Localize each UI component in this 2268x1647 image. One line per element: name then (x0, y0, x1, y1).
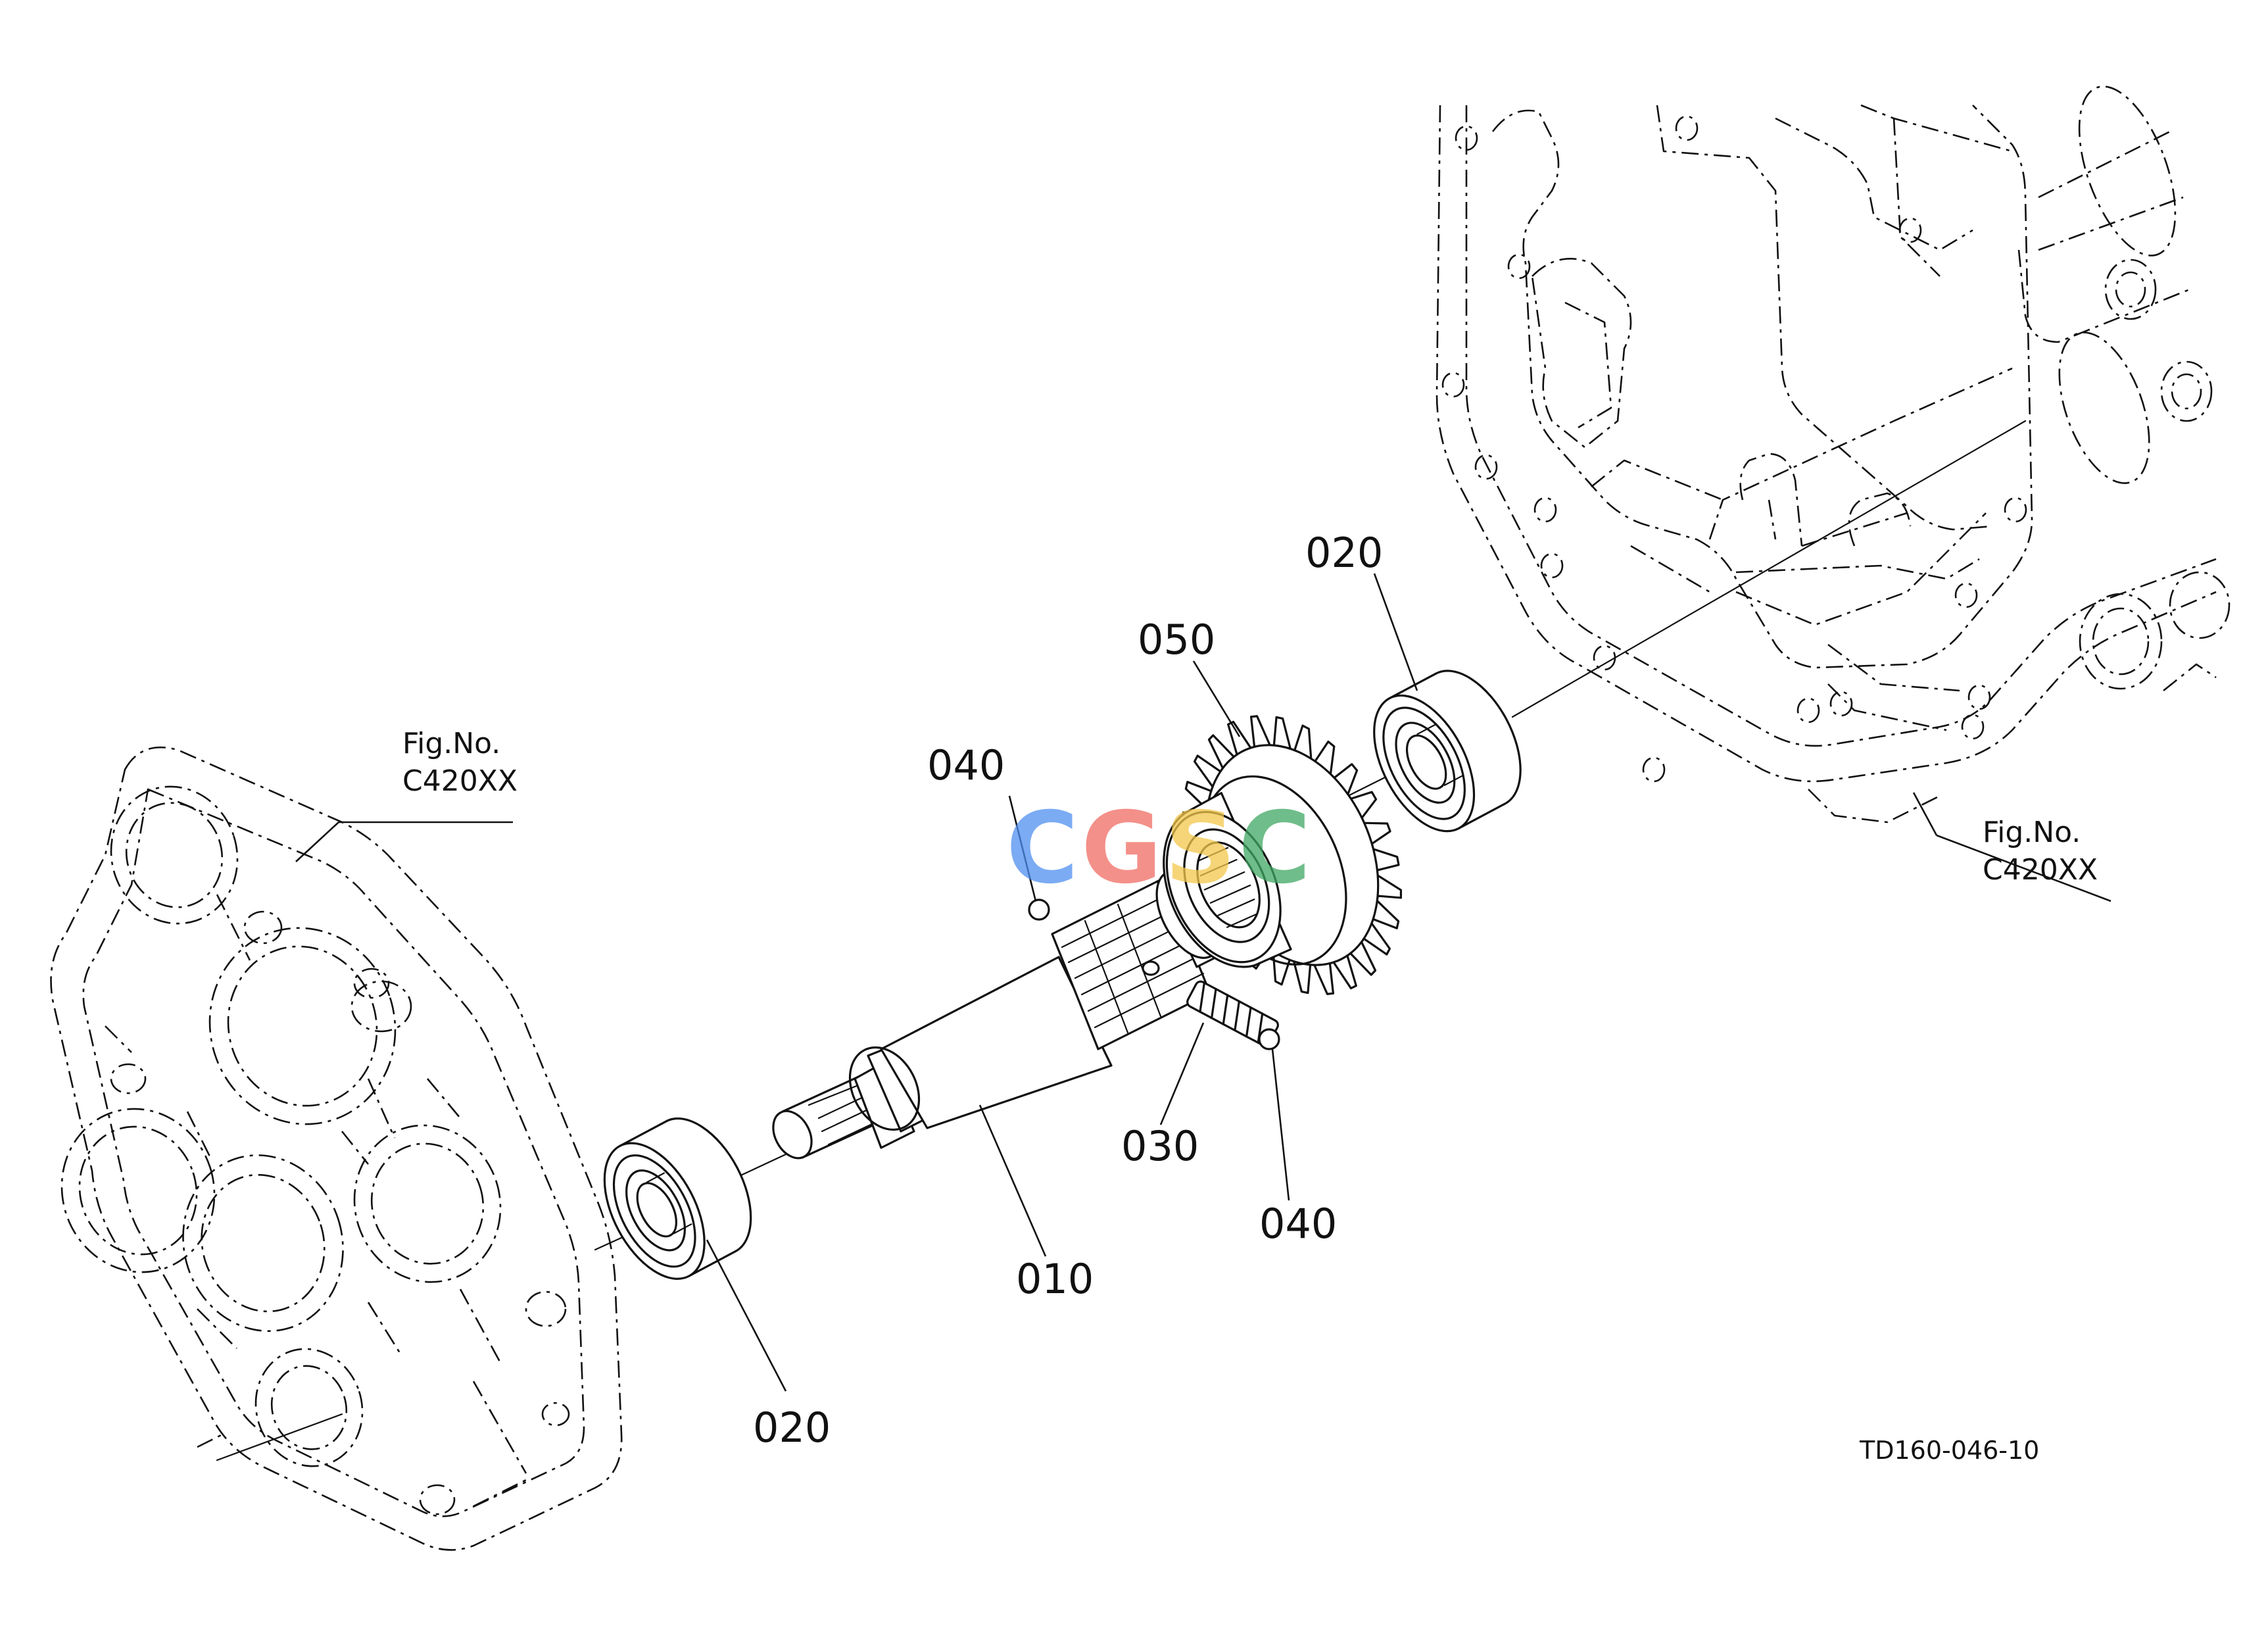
fig-reference-code: C420XX (402, 764, 518, 799)
watermark-letter: S (1165, 791, 1236, 906)
callout-ball-top: 040 (927, 741, 1005, 789)
gear (1163, 715, 1403, 995)
left-cover-plate (50, 746, 623, 1551)
fig-reference-right: Fig.No. C420XX (1983, 814, 2098, 889)
watermark: C G S C (1006, 799, 1311, 898)
detent-ball-top (1028, 898, 1050, 921)
transmission-case (1436, 86, 2231, 823)
callout-gear: 050 (1138, 616, 1216, 664)
callout-spring: 030 (1121, 1122, 1199, 1170)
fig-reference-label: Fig.No. (1983, 816, 2081, 849)
callout-bearing-left: 020 (753, 1404, 831, 1452)
fig-reference-code: C420XX (1983, 853, 2098, 887)
detent-ball-right (1258, 1028, 1280, 1050)
callout-bearing-right: 020 (1305, 529, 1384, 577)
callout-shaft: 010 (1016, 1255, 1094, 1303)
callout-ball-right: 040 (1259, 1200, 1338, 1248)
fig-reference-left: Fig.No. C420XX (402, 725, 518, 800)
drawing-number: TD160-046-10 (1860, 1436, 2040, 1465)
fig-reference-label: Fig.No. (402, 727, 501, 760)
watermark-letter: C (1238, 791, 1311, 906)
shaft (772, 867, 1224, 1160)
watermark-letter: G (1081, 791, 1163, 906)
leader-lines (295, 573, 2111, 1392)
bearing-left (603, 1117, 752, 1280)
watermark-letter: C (1006, 791, 1079, 906)
bearing-right (1373, 670, 1522, 833)
